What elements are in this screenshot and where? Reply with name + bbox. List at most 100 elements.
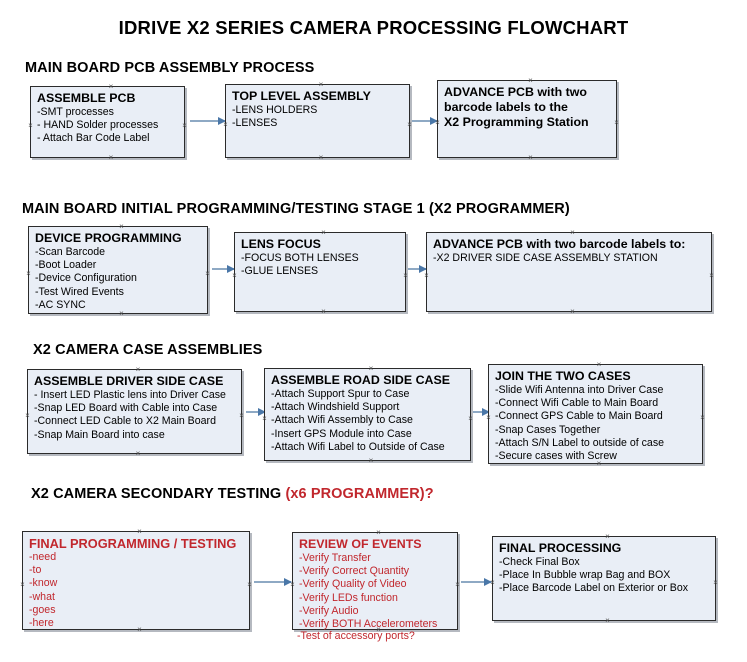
connector-final-programming-to-review-of-events [254,577,292,586]
node-line: -Verify LEDs function [299,591,398,604]
node-line: -GLUE LENSES [241,265,319,278]
node-title: FINAL PROCESSING [499,541,622,555]
node-line: -Attach Windshield Support [271,401,400,414]
node-title: LENS FOCUS [241,237,321,251]
handle-left[interactable] [423,272,430,279]
node-line: -LENS HOLDERS [232,104,318,116]
node-line: -Connect GPS Cable to Main Board [495,410,663,423]
connector-review-of-events-to-final-processing [461,577,492,586]
handle-right[interactable] [402,272,409,279]
handle-top[interactable] [135,366,142,373]
handle-top[interactable] [569,229,576,236]
node-assemble-pcb[interactable]: ASSEMBLE PCB -SMT processes - HAND Solde… [30,86,185,158]
node-title: TOP LEVEL ASSEMBLY [232,89,371,103]
node-line: -X2 DRIVER SIDE CASE ASSEMBLY STATION [433,252,658,264]
node-line: -Connect Wifi Cable to Main Board [495,397,659,410]
node-assemble-road-side-case[interactable]: ASSEMBLE ROAD SIDE CASE -Attach Support … [264,368,471,461]
node-review-of-events[interactable]: REVIEW OF EVENTS -Verify Transfer -Verif… [292,532,458,630]
connector-road-side-to-join-cases [473,407,490,416]
node-line: -Verify Quality of Video [299,578,407,591]
handle-top[interactable] [527,77,534,84]
node-line: -what [29,590,55,603]
node-title: REVIEW OF EVENTS [299,537,422,551]
node-title-line-3: X2 Programming Station [444,115,589,129]
node-line: -Verify BOTH Accelerometers [299,618,438,631]
handle-right[interactable] [613,119,620,126]
handle-right[interactable] [454,581,461,588]
node-final-processing[interactable]: FINAL PROCESSING -Check Final Box -Place… [492,536,716,621]
handle-right[interactable] [467,415,474,422]
connector-device-programming-to-lens-focus [212,264,235,273]
section-heading-x2-camera-secondary-testing: X2 CAMERA SECONDARY TESTING (x6 PROGRAMM… [31,486,434,502]
node-title: DEVICE PROGRAMMING [35,231,182,245]
node-line: -Check Final Box [499,556,580,568]
handle-right[interactable] [246,581,253,588]
handle-top[interactable] [108,83,115,90]
node-line: -Place Barcode Label on Exterior or Box [499,582,689,595]
node-line: -Verify Transfer [299,552,371,564]
node-device-programming[interactable]: DEVICE PROGRAMMING -Scan Barcode -Boot L… [28,226,208,314]
node-title: ASSEMBLE ROAD SIDE CASE [271,373,450,387]
handle-left[interactable] [27,122,34,129]
node-line: -Slide Wifi Antenna into Driver Case [495,384,664,396]
handle-left[interactable] [231,272,238,279]
handle-right[interactable] [238,412,245,419]
handle-left[interactable] [19,581,26,588]
node-title: ASSEMBLE DRIVER SIDE CASE [34,374,224,388]
section-heading-main-board-pcb-assembly: MAIN BOARD PCB ASSEMBLY PROCESS [25,60,315,76]
handle-right[interactable] [712,579,719,586]
handle-right[interactable] [204,270,211,277]
handle-bottom[interactable] [368,457,375,464]
node-review-of-events-overflow-line: -Test of accessory ports? [297,630,415,642]
node-title: FINAL PROGRAMMING / TESTING [29,536,237,551]
connector-assemble-pcb-to-top-level-assembly [190,116,226,125]
node-assemble-driver-side-case[interactable]: ASSEMBLE DRIVER SIDE CASE - Insert LED P… [27,369,242,454]
node-line: -Snap Cases Together [495,423,601,436]
handle-right[interactable] [699,414,706,421]
handle-left[interactable] [261,415,268,422]
handle-top[interactable] [375,529,382,536]
node-title-line-2: barcode labels to the [444,100,568,114]
handle-top[interactable] [604,533,611,540]
connector-lens-focus-to-advance-pcb-driver-side [408,264,427,273]
node-line: -Device Configuration [35,272,137,285]
node-top-level-assembly[interactable]: TOP LEVEL ASSEMBLY -LENS HOLDERS -LENSES [225,84,410,158]
handle-top[interactable] [596,361,603,368]
handle-bottom[interactable] [320,308,327,315]
node-line: - HAND Solder processes [37,119,159,132]
handle-bottom[interactable] [108,154,115,161]
handle-bottom[interactable] [318,154,325,161]
node-line: -Scan Barcode [35,246,106,258]
node-line: -Attach Support Spur to Case [271,388,410,400]
handle-left[interactable] [25,270,32,277]
node-join-the-two-cases[interactable]: JOIN THE TWO CASES -Slide Wifi Antenna i… [488,364,703,464]
handle-top[interactable] [118,223,125,230]
handle-bottom[interactable] [527,154,534,161]
node-line: -Boot Loader [35,259,97,272]
node-final-programming-testing[interactable]: FINAL PROGRAMMING / TESTING -need -to -k… [22,531,250,630]
handle-right[interactable] [406,121,413,128]
section-heading-text: X2 CAMERA SECONDARY TESTING [31,486,286,502]
node-line: -Test Wired Events [35,285,124,298]
node-line: -Attach Wifi Label to Outside of Case [271,440,445,453]
handle-bottom[interactable] [604,617,611,624]
node-advance-pcb-driver-side[interactable]: ADVANCE PCB with two barcode labels to: … [426,232,712,312]
node-line: -LENSES [232,117,278,130]
handle-left[interactable] [24,412,31,419]
node-line: -Insert GPS Module into Case [271,427,412,440]
node-line: - Attach Bar Code Label [37,132,150,145]
handle-top[interactable] [318,81,325,88]
connector-top-level-assembly-to-advance-pcb [412,116,438,125]
node-line: -Secure cases with Screw [495,450,617,463]
handle-top[interactable] [320,229,327,236]
node-advance-pcb-programming-station[interactable]: ADVANCE PCB with two barcode labels to t… [437,80,617,158]
handle-bottom[interactable] [569,308,576,315]
handle-right[interactable] [181,122,188,129]
handle-right[interactable] [708,272,715,279]
handle-bottom[interactable] [135,450,142,457]
node-lens-focus[interactable]: LENS FOCUS -FOCUS BOTH LENSES -GLUE LENS… [234,232,406,312]
section-heading-x2-camera-case-assemblies: X2 CAMERA CASE ASSEMBLIES [33,342,263,358]
handle-top[interactable] [136,528,143,535]
handle-top[interactable] [368,365,375,372]
node-line: -Place In Bubble wrap Bag and BOX [499,569,671,582]
